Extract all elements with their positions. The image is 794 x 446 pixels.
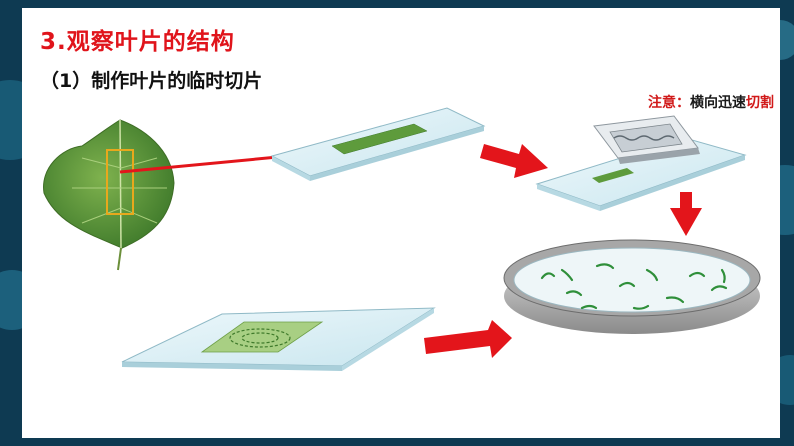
arrow-down	[670, 192, 702, 236]
slide-subtitle: （1）制作叶片的临时切片	[40, 70, 263, 92]
caution-label: 注意：	[648, 95, 690, 111]
leaf-illustration	[43, 119, 175, 271]
glass-slide-strip	[270, 107, 486, 181]
caution-highlight: 切割	[746, 95, 774, 111]
caution-note: 注意：横向迅速切割	[648, 92, 774, 112]
procedure-diagram	[43, 107, 761, 371]
glass-slide-final	[121, 307, 436, 371]
slide-content: 3.观察叶片的结构 （1）制作叶片的临时切片 注意：横向迅速切割	[22, 8, 780, 438]
arrow-right-1	[480, 144, 548, 178]
arrow-left	[424, 320, 512, 358]
petri-dish	[503, 239, 761, 334]
razor-blade	[593, 115, 700, 164]
caution-body: 横向迅速	[690, 95, 746, 111]
slide-title: 3.观察叶片的结构	[40, 29, 235, 55]
